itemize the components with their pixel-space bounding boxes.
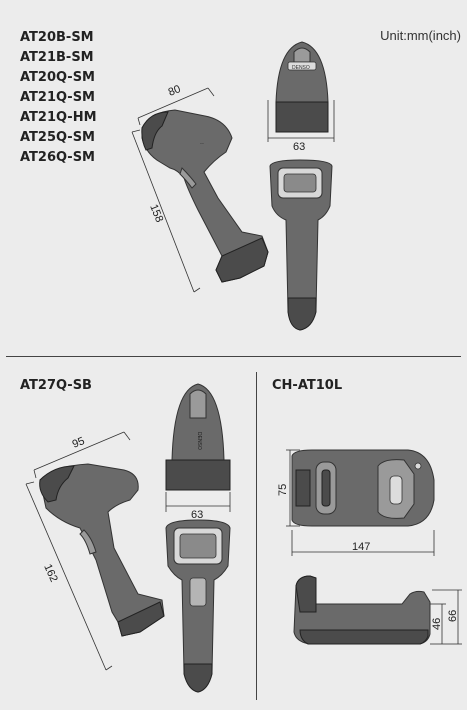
model-name: AT20B-SM [20,30,94,45]
cradle-side-view [293,575,431,645]
cradle-title: CH-AT10L [272,378,343,393]
column-divider [256,372,257,700]
dimension-width-cradle: 147 [291,530,435,556]
scanner-front-view-bottom: DENSO [165,383,231,491]
scanner-front-view-top: DENSO [275,41,329,133]
brand-label: DENSO [196,432,202,450]
dimension-width-bottom: 95 [33,431,131,479]
unit-label: Unit:mm(inch) [380,28,461,43]
model-name: AT21Q-SM [20,90,95,105]
dimension-label: 80 [167,83,183,99]
dimension-label: 158 [147,203,165,225]
dimension-label: 147 [352,541,370,553]
dimension-depth-cradle: 75 [277,449,300,527]
dimension-height-low-cradle: 46 [430,603,446,645]
scanner-side-view-top: .. [141,109,269,283]
dimension-width-top: 80 [137,83,215,126]
model-name: AT20Q-SM [20,70,95,85]
cradle-top-view [291,449,435,527]
dimension-label: 75 [277,484,289,496]
scanner-side-view-bottom [39,463,165,637]
dimension-label: 95 [71,435,87,451]
scanner-back-view-top [269,159,333,331]
svg-text:..: .. [200,139,204,146]
scanner-title: AT27Q-SB [20,378,92,393]
dimension-front-top: 63 [267,100,335,153]
scanner-back-view-bottom [165,519,231,693]
model-name: AT21Q-HM [20,110,97,125]
model-name: AT25Q-SM [20,130,95,145]
dimension-front-bottom: 63 [165,492,231,521]
dimension-label: 63 [293,141,305,153]
section-divider [6,356,461,357]
brand-label: DENSO [292,65,310,71]
dimension-height-high-cradle: 66 [432,589,462,645]
model-name: AT21B-SM [20,50,94,65]
dimension-label: 162 [41,562,59,584]
dimension-label: 63 [191,509,203,521]
model-list: AT20B-SM AT21B-SM AT20Q-SM AT21Q-SM AT21… [20,28,97,168]
dimension-label: 46 [431,618,443,630]
dimension-label: 66 [447,610,459,622]
model-name: AT26Q-SM [20,150,95,165]
